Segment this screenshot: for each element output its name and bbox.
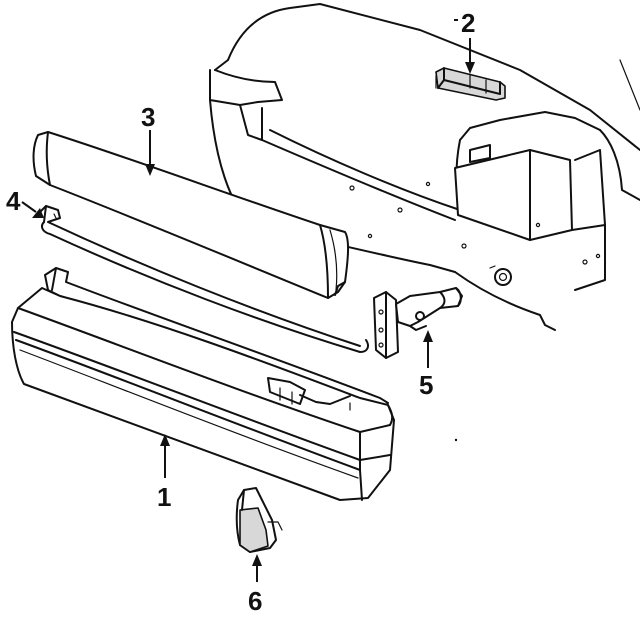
callout-2-label: 2 <box>461 8 475 38</box>
part-4-retainer-strip <box>39 205 369 353</box>
vehicle-rear-body <box>209 3 640 331</box>
stray-dot <box>454 438 458 442</box>
callout-1-label: 1 <box>157 482 171 512</box>
callout-5-label: 5 <box>419 370 433 400</box>
part-3-face-bar <box>32 131 349 299</box>
callout-4-label: 4 <box>6 186 21 216</box>
part-2-license-lamp <box>435 67 506 101</box>
part-1-bumper <box>11 267 395 501</box>
callout-3-label: 3 <box>141 102 155 132</box>
callout-labels: 1 2 3 4 5 6 <box>6 8 475 616</box>
part-5-bumper-bracket <box>373 287 463 359</box>
part-6-end-guard <box>235 487 283 553</box>
callout-6-label: 6 <box>248 586 262 616</box>
callout-leaders <box>21 19 475 582</box>
